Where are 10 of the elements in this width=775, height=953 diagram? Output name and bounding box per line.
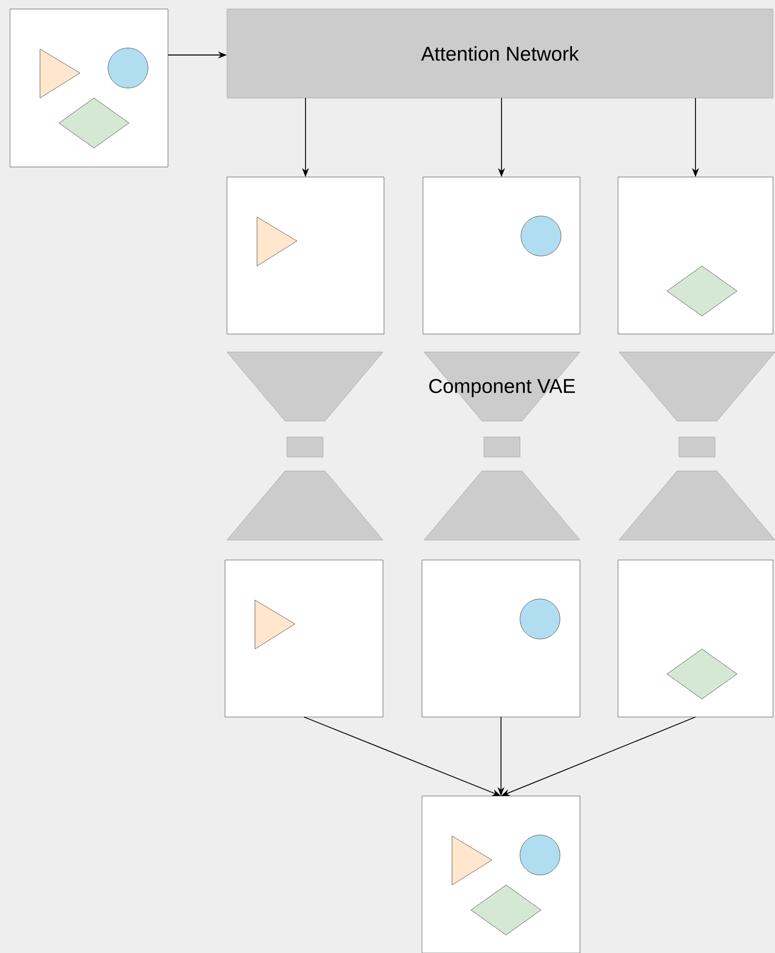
image-drawing	[422, 176, 580, 334]
network-box: Attention Network	[226, 8, 774, 98]
image-drawing	[224, 560, 384, 718]
vae-label: Component VAE	[429, 378, 575, 398]
image-drawing	[422, 560, 580, 718]
image-drawing	[10, 8, 168, 168]
image-drawing	[618, 176, 774, 334]
image-drawing	[618, 560, 774, 718]
image-drawing	[226, 176, 384, 334]
image-drawing	[422, 796, 580, 953]
